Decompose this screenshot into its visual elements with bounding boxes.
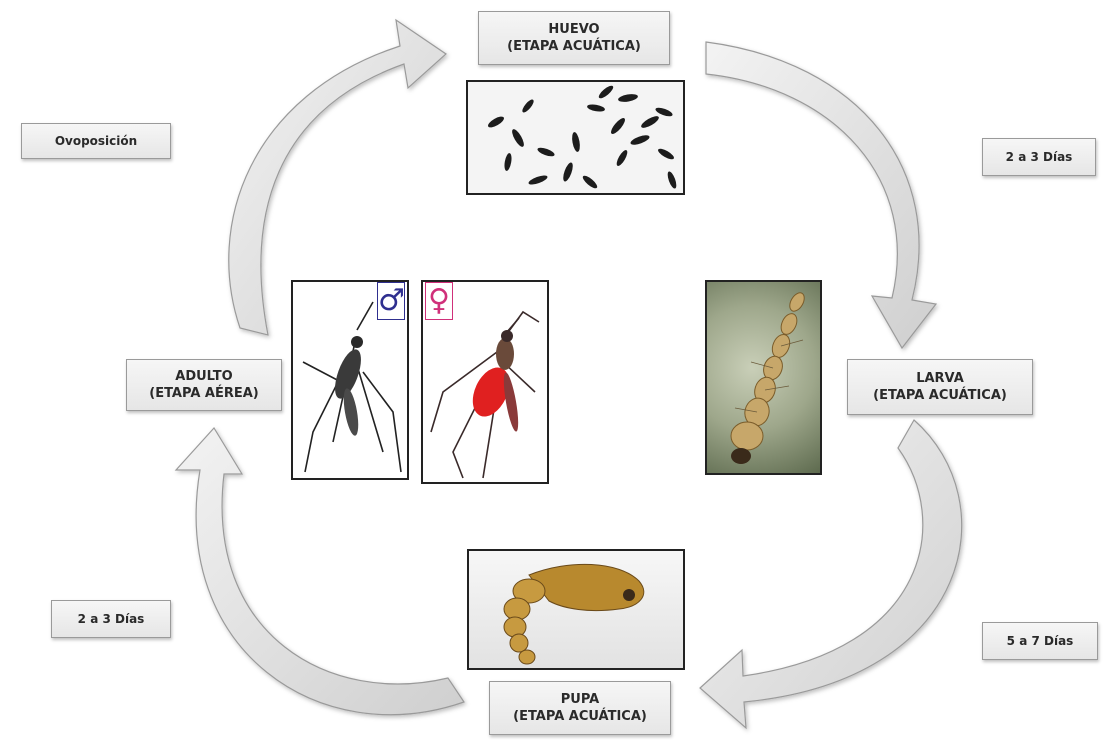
pupa-illustration (469, 551, 683, 668)
male-symbol: ♂ (377, 282, 405, 320)
larva-stage-label: LARVA (ETAPA ACUÁTICA) (847, 359, 1033, 415)
egg-stage-label: HUEVO (ETAPA ACUÁTICA) (478, 11, 670, 65)
female-symbol: ♀ (425, 282, 453, 320)
male-mosquito-photo: ♂ (291, 280, 409, 480)
egg-photo (466, 80, 685, 195)
pupa-photo (467, 549, 685, 670)
larva-to-pupa-duration: 5 a 7 Días (982, 622, 1098, 660)
larva-stage-phase: (ETAPA ACUÁTICA) (873, 387, 1007, 404)
pupa-stage-phase: (ETAPA ACUÁTICA) (513, 708, 647, 725)
larva-illustration (707, 282, 820, 473)
egg-stage-phase: (ETAPA ACUÁTICA) (507, 38, 641, 55)
pupa-to-adult-duration: 2 a 3 Días (51, 600, 171, 638)
egg-stage-name: HUEVO (548, 21, 599, 38)
female-mosquito-photo: ♀ (421, 280, 549, 484)
adult-stage-label: ADULTO (ETAPA AÉREA) (126, 359, 282, 411)
pupa-stage-name: PUPA (561, 691, 599, 708)
eggs-illustration (468, 82, 683, 193)
ovoposition-label: Ovoposición (21, 123, 171, 159)
adult-stage-phase: (ETAPA AÉREA) (149, 385, 259, 402)
egg-to-larva-duration: 2 a 3 Días (982, 138, 1096, 176)
larva-photo (705, 280, 822, 475)
pupa-stage-label: PUPA (ETAPA ACUÁTICA) (489, 681, 671, 735)
larva-stage-name: LARVA (916, 370, 964, 387)
adult-stage-name: ADULTO (175, 368, 232, 385)
